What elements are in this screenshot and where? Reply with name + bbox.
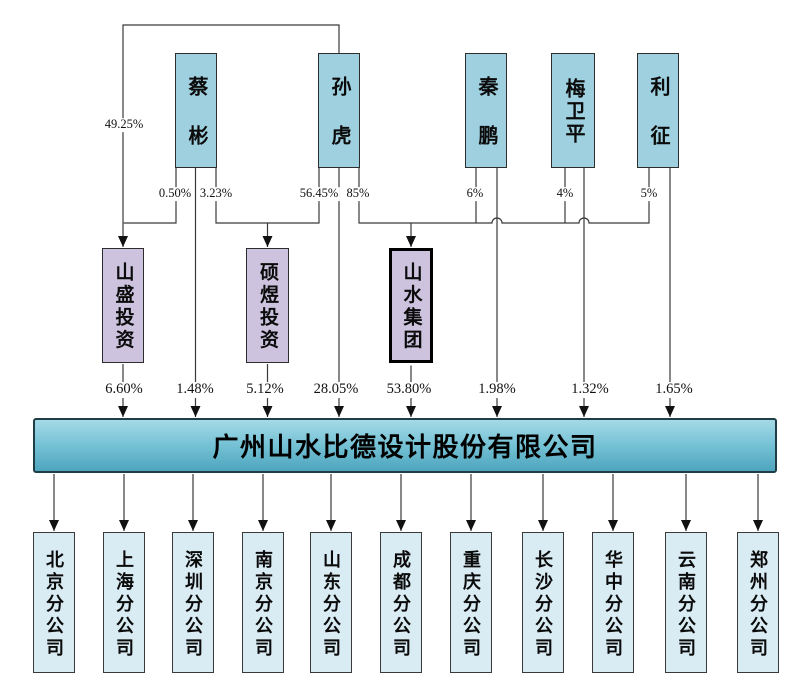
shareholder-box-lizheng: 利征 <box>637 53 679 174</box>
ownership-pct-meiweiping-shanshui: 4% <box>555 186 575 201</box>
branch-box-zhengzhou: 郑州分公司 <box>737 532 779 673</box>
entity-name: 硕煜投资 <box>257 262 278 353</box>
ownership-pct-qinpeng-company: 1.98% <box>477 381 517 398</box>
ownership-pct-shansheng-company: 6.60% <box>104 381 144 398</box>
branch-name: 深圳分公司 <box>183 549 203 660</box>
entity-box-shuoyu-investment: 硕煜投资 <box>246 248 289 363</box>
shareholder-box-meiweiping: 梅卫平 <box>551 53 595 168</box>
ownership-pct-shanshui-company: 53.80% <box>385 381 433 398</box>
ownership-pct-caibin-company: 1.48% <box>175 381 215 398</box>
ownership-pct-sunhu-shuoyu: 56.45% <box>298 186 340 201</box>
branch-box-shenzhen: 深圳分公司 <box>172 532 214 673</box>
branch-name: 重庆分公司 <box>461 549 481 660</box>
ownership-pct-sunhu-shanshui: 85% <box>345 186 371 201</box>
branch-name: 华中分公司 <box>603 549 623 660</box>
branch-box-changsha: 长沙分公司 <box>522 532 564 673</box>
branch-box-chongqing: 重庆分公司 <box>450 532 492 673</box>
branch-name: 上海分公司 <box>114 549 134 660</box>
branch-box-beijing: 北京分公司 <box>33 532 75 673</box>
branch-name: 南京分公司 <box>253 549 273 660</box>
shareholder-box-sunhu: 孙虎 <box>318 53 360 174</box>
company-name: 广州山水比德设计股份有限公司 <box>212 433 598 462</box>
ownership-pct-caibin-shuoyu: 3.23% <box>198 186 234 201</box>
branch-box-huazhong: 华中分公司 <box>592 532 634 673</box>
ownership-pct-lizheng-company: 1.65% <box>654 381 694 398</box>
shareholder-name: 秦鹏 <box>475 76 497 174</box>
ownership-pct-caibin-shansheng: 0.50% <box>157 186 193 201</box>
branch-box-chengdu: 成都分公司 <box>380 532 422 673</box>
branch-name: 郑州分公司 <box>748 549 768 660</box>
company-box: 广州山水比德设计股份有限公司 <box>33 418 777 473</box>
branch-box-yunnan: 云南分公司 <box>665 532 707 673</box>
shareholder-name: 孙虎 <box>328 76 350 174</box>
branch-box-shandong: 山东分公司 <box>310 532 352 673</box>
ownership-pct-sunhu-shansheng: 49.25% <box>103 117 145 132</box>
branch-box-shanghai: 上海分公司 <box>103 532 145 673</box>
branch-box-nanjing: 南京分公司 <box>242 532 284 673</box>
entity-box-shanshui-group: 山水集团 <box>389 248 433 363</box>
entity-name: 山盛投资 <box>112 262 134 353</box>
ownership-pct-qinpeng-shanshui: 6% <box>465 186 485 201</box>
entity-box-shansheng-investment: 山盛投资 <box>102 248 144 363</box>
shareholder-name: 利征 <box>647 76 669 174</box>
branch-name: 北京分公司 <box>44 549 64 660</box>
branch-name: 云南分公司 <box>676 549 696 660</box>
shareholder-box-caibin: 蔡彬 <box>175 53 217 174</box>
ownership-pct-shuoyu-company: 5.12% <box>245 381 285 398</box>
branch-name: 长沙分公司 <box>533 549 553 660</box>
shareholder-box-qinpeng: 秦鹏 <box>465 53 507 174</box>
branch-name: 成都分公司 <box>391 549 411 660</box>
shareholder-name: 梅卫平 <box>562 78 584 146</box>
ownership-pct-meiweiping-company: 1.32% <box>570 381 610 398</box>
ownership-pct-sunhu-company: 28.05% <box>312 381 360 398</box>
shareholder-name: 蔡彬 <box>185 76 207 174</box>
entity-name: 山水集团 <box>400 262 422 353</box>
ownership-pct-lizheng-shanshui: 5% <box>639 186 659 201</box>
branch-name: 山东分公司 <box>321 549 341 660</box>
